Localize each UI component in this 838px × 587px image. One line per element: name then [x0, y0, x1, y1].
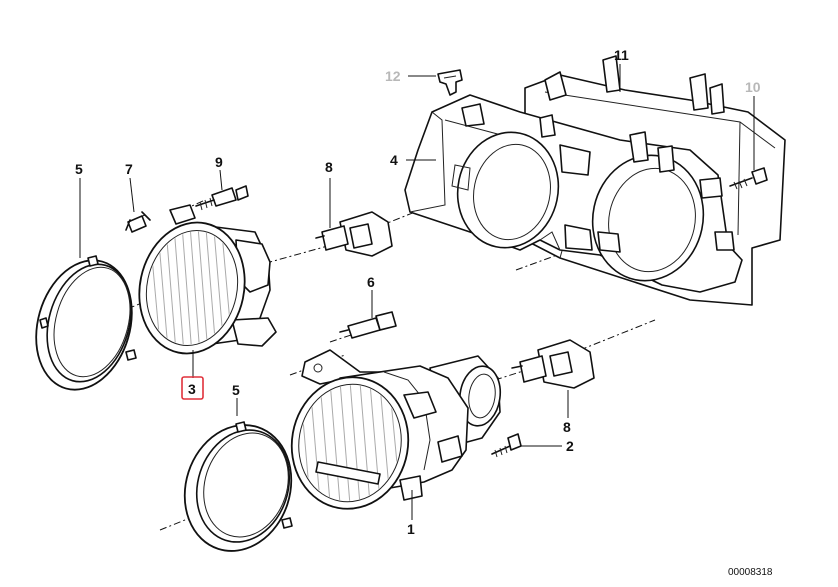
label-part-4[interactable]: 4 — [390, 152, 398, 168]
drawing-code: 00008318 — [728, 567, 773, 578]
trim-ring-lower — [183, 421, 293, 552]
headlight-carrier — [404, 55, 786, 306]
leader-lines — [79, 64, 755, 520]
highlight-box-part-3 — [181, 376, 204, 400]
bulb-part-8-upper — [315, 211, 393, 257]
label-part-9[interactable]: 9 — [215, 154, 223, 170]
label-part-2[interactable]: 2 — [566, 438, 574, 454]
part-numbers: 5 7 9 8 6 4 12 11 10 3 5 8 2 1 — [75, 47, 761, 537]
label-part-8-lower[interactable]: 8 — [563, 419, 571, 435]
low-beam-headlight — [290, 349, 502, 510]
clip-part-12 — [437, 69, 463, 96]
label-part-8-upper[interactable]: 8 — [325, 159, 333, 175]
high-beam-headlight — [138, 204, 277, 355]
trim-ring-upper — [35, 255, 137, 391]
label-part-3[interactable]: 3 — [188, 381, 196, 397]
adjusting-screw-part-7 — [125, 211, 151, 233]
label-part-12[interactable]: 12 — [385, 68, 401, 84]
adjusting-screw-part-9 — [195, 185, 249, 211]
bulb-part-6 — [339, 311, 397, 339]
label-part-6[interactable]: 6 — [367, 274, 375, 290]
bulb-part-8-lower — [511, 339, 595, 389]
label-part-7[interactable]: 7 — [125, 161, 133, 177]
label-part-5-lower[interactable]: 5 — [232, 382, 240, 398]
label-part-11[interactable]: 11 — [614, 47, 629, 63]
screw-part-2 — [491, 433, 522, 458]
label-part-10[interactable]: 10 — [745, 79, 761, 95]
label-part-5-upper[interactable]: 5 — [75, 161, 83, 177]
screw-part-10 — [729, 167, 768, 190]
label-part-1[interactable]: 1 — [407, 521, 415, 537]
